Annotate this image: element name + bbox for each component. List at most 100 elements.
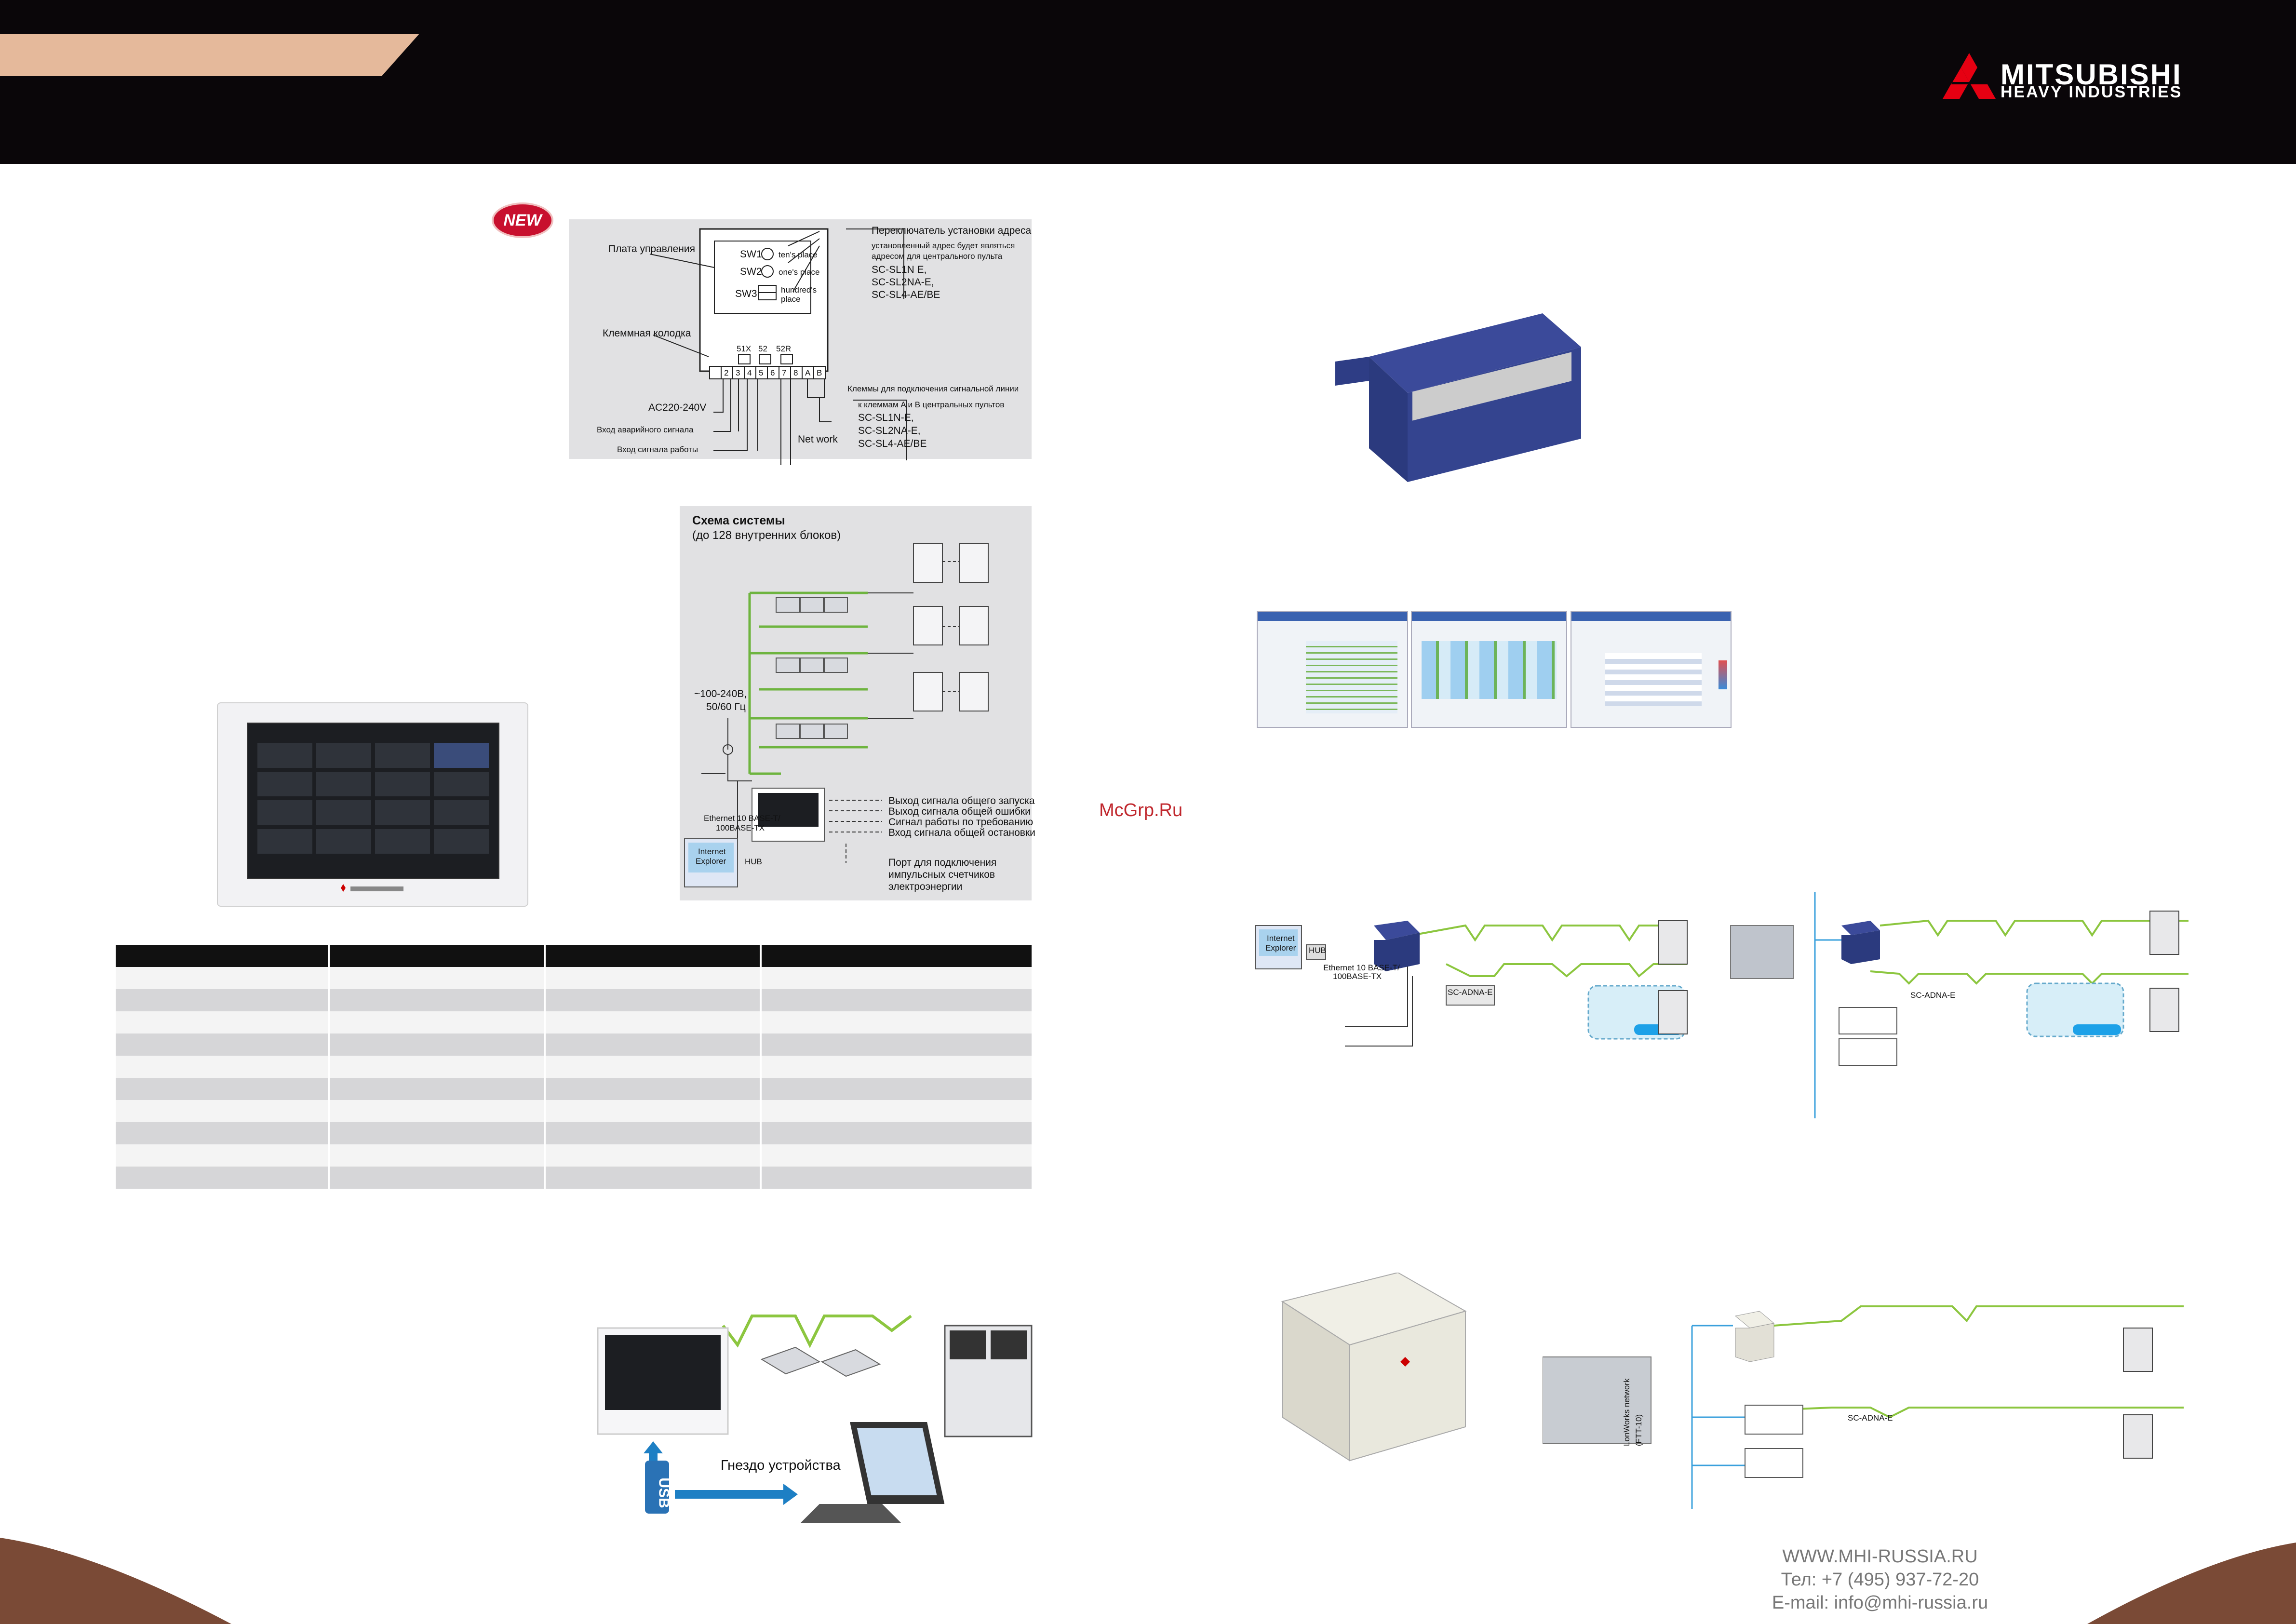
usb-socket-label: Гнездо устройства xyxy=(721,1458,841,1473)
contact-block: WWW.MHI-RUSSIA.RU Тел: +7 (495) 937-72-2… xyxy=(1639,1545,2121,1614)
software-screenshot-3 xyxy=(1571,611,1732,728)
system-hub: HUB xyxy=(745,857,762,866)
lonworks-unit-photo xyxy=(1281,1273,1467,1462)
lonworks-diagram xyxy=(1543,1305,2184,1509)
system-ethernet-1: Ethernet 10 BASE-T/ xyxy=(704,814,780,823)
system-subtitle: (до 128 внутренних блоков) xyxy=(692,529,841,542)
system-title: Схема системы xyxy=(692,514,785,527)
terminals-line-label: Клеммы для подключения сигнальной линии xyxy=(847,384,1019,393)
network-diagram-2 xyxy=(1730,892,2189,1118)
port-3: электроэнергии xyxy=(888,881,963,892)
table-row xyxy=(116,1078,1032,1100)
net1-ie-2: Explorer xyxy=(1265,943,1296,953)
lonworks-label: LonWorks network xyxy=(1622,1378,1631,1446)
run-input-label: Вход сигнала работы xyxy=(617,445,698,454)
mitsubishi-logo-icon xyxy=(1943,53,1996,99)
switch-model-1: SC-SL1N E, xyxy=(872,264,927,275)
signal-4: Вход сигнала общей остановки xyxy=(888,827,1035,838)
table-row xyxy=(116,1122,1032,1144)
central-model-2: SC-SL2NA-E, xyxy=(858,425,921,436)
switch-note-2: адресом для центрального пульта xyxy=(872,252,1003,261)
to-terminals-label: к клеммам A и B центральных пультов xyxy=(858,400,1005,409)
terminal-4: 4 xyxy=(747,368,752,377)
sw2-note: one's place xyxy=(779,268,820,277)
table-row xyxy=(116,1167,1032,1189)
switch-note-1: установленный адрес будет являться xyxy=(872,241,1015,250)
alarm-input-label: Вход аварийного сигнала xyxy=(597,425,694,434)
lonworks-label-2: (FTT-10) xyxy=(1634,1414,1643,1446)
terminal-5: 5 xyxy=(759,368,764,377)
port-1: Порт для подключения xyxy=(888,857,997,868)
laptop-icon xyxy=(800,1504,901,1523)
system-frequency: 50/60 Гц xyxy=(706,701,746,712)
net1-adapter: SC-ADNA-E xyxy=(1448,988,1493,997)
header-accent-band xyxy=(0,34,419,76)
sw1-label: SW1 xyxy=(740,249,762,260)
relay-51x: 51X xyxy=(737,344,752,353)
net1-eth-1: Ethernet 10 BASE-T/ xyxy=(1323,963,1400,972)
sw3-label: SW3 xyxy=(735,288,757,299)
new-badge: NEW xyxy=(492,202,553,238)
central-model-1: SC-SL1N-E, xyxy=(858,412,914,423)
signal-1: Выход сигнала общего запуска xyxy=(888,795,1035,806)
lon-adapter: SC-ADNA-E xyxy=(1848,1413,1893,1423)
contact-email[interactable]: E-mail: info@mhi-russia.ru xyxy=(1772,1593,1988,1613)
switch-label: Переключатель установки адреса xyxy=(872,225,1032,236)
terminal-8: 8 xyxy=(793,368,798,377)
contact-website[interactable]: WWW.MHI-RUSSIA.RU xyxy=(1782,1546,1978,1567)
table-row xyxy=(116,989,1032,1011)
terminal-b: B xyxy=(817,368,822,377)
network-label: Net work xyxy=(798,434,838,445)
system-diagram xyxy=(684,543,989,887)
net2-adapter: SC-ADNA-E xyxy=(1910,991,1956,1000)
controller-logo-icon xyxy=(341,884,403,892)
central-model-3: SC-SL4-AE/BE xyxy=(858,438,927,449)
usb-stick-icon xyxy=(645,1461,669,1514)
touch-panel-device xyxy=(217,702,528,907)
software-screenshot-2 xyxy=(1411,611,1567,728)
central-unit-photo xyxy=(1335,313,1581,482)
signal-2: Выход сигнала общей ошибки xyxy=(888,806,1031,817)
terminal-3: 3 xyxy=(736,368,740,377)
net1-eth-2: 100BASE-TX xyxy=(1333,972,1382,981)
switch-model-3: SC-SL4-AE/BE xyxy=(872,289,940,300)
system-ethernet-2: 100BASE-TX xyxy=(716,823,765,832)
sw1-note: ten's place xyxy=(779,250,818,259)
sw3-note-2: place xyxy=(781,295,801,304)
system-ie-1: Internet xyxy=(698,847,726,856)
table-row xyxy=(116,1056,1032,1078)
usb-diagram xyxy=(597,1315,1033,1523)
terminal-6: 6 xyxy=(770,368,775,377)
switch-model-2: SC-SL2NA-E, xyxy=(872,277,934,288)
sw2-label: SW2 xyxy=(740,266,762,277)
relay-52r: 52R xyxy=(776,344,792,353)
footer-wave xyxy=(0,1538,2296,1624)
terminal-label: Клеммная колодка xyxy=(603,328,691,339)
header-bar xyxy=(0,0,2296,164)
sw3-note-1: hundred's xyxy=(781,285,817,295)
table-row xyxy=(116,1011,1032,1033)
spec-table xyxy=(116,945,1032,1189)
table-row xyxy=(116,1100,1032,1122)
system-ie-2: Explorer xyxy=(696,857,726,866)
terminal-2: 2 xyxy=(724,368,729,377)
net1-hub: HUB xyxy=(1309,946,1326,955)
watermark-link[interactable]: McGrp.Ru xyxy=(1099,800,1183,820)
table-row xyxy=(116,1033,1032,1056)
net1-ie-1: Internet xyxy=(1267,934,1295,943)
header-corner xyxy=(2164,116,2296,164)
signal-3: Сигнал работы по требованию xyxy=(888,817,1034,828)
table-row xyxy=(116,967,1032,989)
brand-subtitle: HEAVY INDUSTRIES xyxy=(2001,83,2183,101)
board-label: Плата управления xyxy=(608,243,695,255)
network-diagram-1 xyxy=(1255,920,1688,1047)
contact-phone: Тел: +7 (495) 937-72-20 xyxy=(1781,1570,1979,1590)
terminal-7: 7 xyxy=(782,368,787,377)
terminal-a: A xyxy=(805,368,811,377)
power-label: AC220-240V xyxy=(648,402,707,413)
table-row xyxy=(116,1144,1032,1167)
usb-stick-label: USB xyxy=(656,1477,672,1508)
table-header-row xyxy=(116,945,1032,980)
wiring-diagram xyxy=(649,228,907,465)
software-screenshot-1 xyxy=(1257,611,1408,728)
